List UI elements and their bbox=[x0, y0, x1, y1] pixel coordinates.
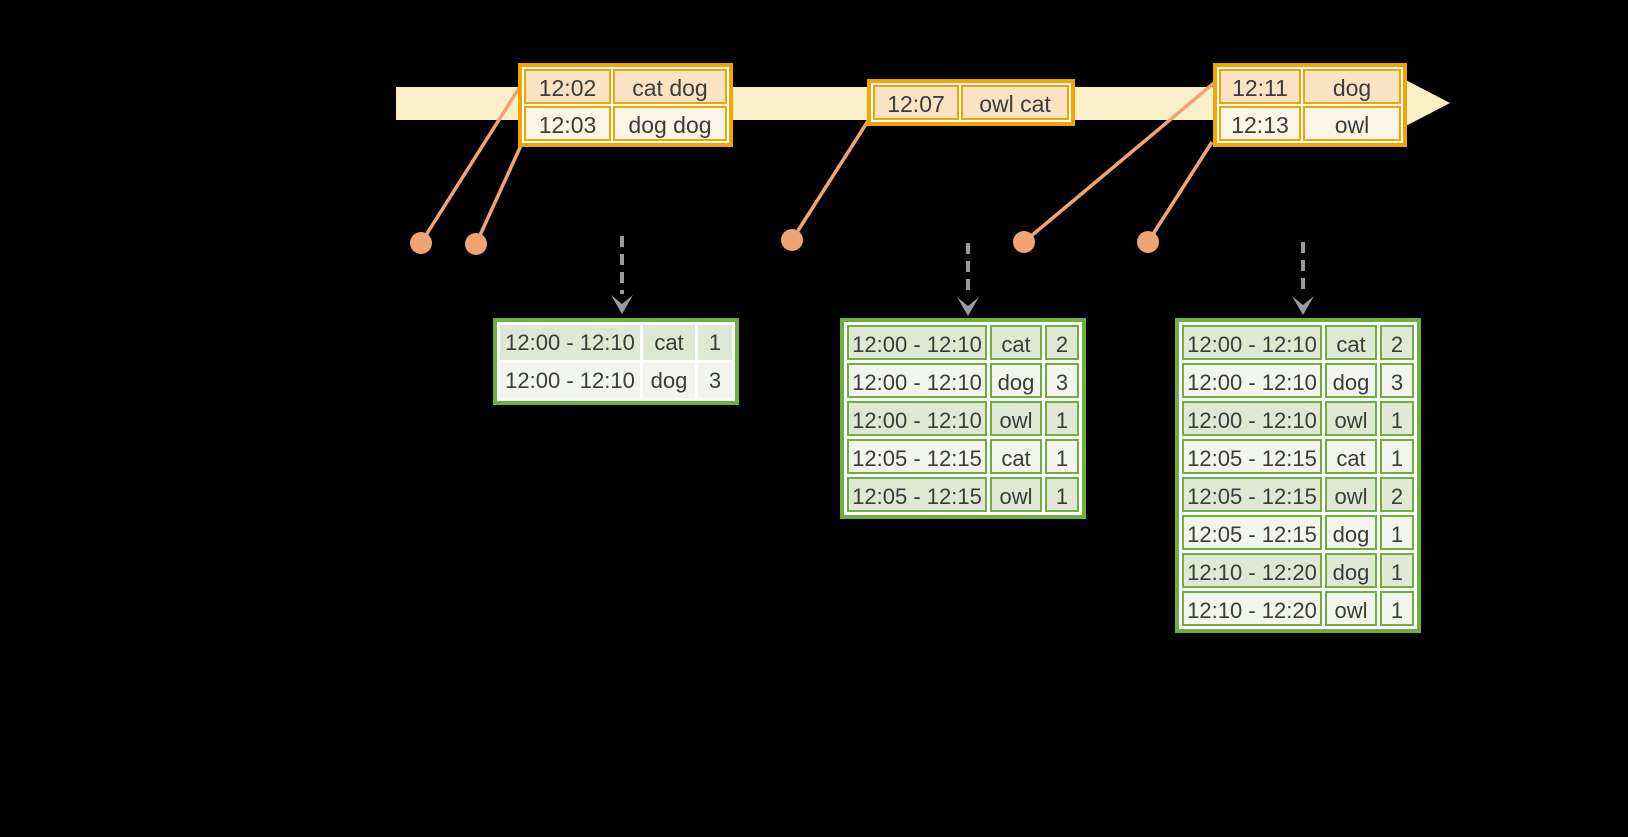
trigger-arrows bbox=[620, 236, 1305, 296]
result-word-cell: dog bbox=[1325, 515, 1377, 550]
arrival-line bbox=[1146, 141, 1214, 243]
result-word-cell: cat bbox=[990, 325, 1042, 360]
result-word-cell: cat bbox=[990, 439, 1042, 474]
result-count-cell: 1 bbox=[1045, 439, 1079, 474]
result-count-cell: 2 bbox=[1380, 477, 1414, 512]
result-count-cell: 3 bbox=[1045, 363, 1079, 398]
result-window-cell: 12:00 - 12:10 bbox=[500, 363, 640, 398]
result-window-cell: 12:05 - 12:15 bbox=[1182, 515, 1322, 550]
result-word-cell: owl bbox=[1325, 477, 1377, 512]
arrival-dot-icon bbox=[1137, 231, 1159, 253]
down-arrowhead-icon bbox=[1292, 296, 1314, 315]
result-count-cell: 1 bbox=[1045, 401, 1079, 436]
arrival-line bbox=[419, 84, 523, 244]
result-word-cell: dog bbox=[1325, 553, 1377, 588]
result-window-cell: 12:00 - 12:10 bbox=[847, 401, 987, 436]
result-window-cell: 12:05 - 12:15 bbox=[1182, 439, 1322, 474]
result-window-cell: 12:00 - 12:10 bbox=[500, 325, 640, 360]
result-window-cell: 12:05 - 12:15 bbox=[1182, 477, 1322, 512]
result-word-cell: dog bbox=[643, 363, 695, 398]
event-time-cell: 12:13 bbox=[1219, 106, 1301, 141]
arrival-dot-icon bbox=[410, 232, 432, 254]
event-words-cell: dog bbox=[1303, 69, 1401, 104]
result-window-cell: 12:00 - 12:10 bbox=[1182, 363, 1322, 398]
event-time-cell: 12:03 bbox=[524, 106, 611, 141]
event-time-cell: 12:11 bbox=[1219, 69, 1301, 104]
down-arrowhead-icon bbox=[611, 295, 633, 314]
result-word-cell: owl bbox=[990, 477, 1042, 512]
result-count-cell: 1 bbox=[1380, 515, 1414, 550]
result-window-cell: 12:00 - 12:10 bbox=[847, 325, 987, 360]
result-window-cell: 12:05 - 12:15 bbox=[847, 477, 987, 512]
event-time-cell: 12:07 bbox=[873, 85, 959, 120]
arrival-dot-icon bbox=[1013, 231, 1035, 253]
result-count-cell: 1 bbox=[698, 325, 732, 360]
result-word-cell: cat bbox=[1325, 325, 1377, 360]
result-window-cell: 12:00 - 12:10 bbox=[1182, 401, 1322, 436]
arrival-dots bbox=[410, 229, 1159, 255]
arrival-line bbox=[1022, 81, 1216, 244]
arrival-line bbox=[790, 120, 870, 241]
trigger-arrowheads bbox=[611, 295, 1314, 316]
timeline-arrowhead-icon bbox=[1398, 76, 1450, 130]
result-word-cell: owl bbox=[990, 401, 1042, 436]
result-count-cell: 3 bbox=[698, 363, 732, 398]
arrival-dot-icon bbox=[781, 229, 803, 251]
down-arrowhead-icon bbox=[957, 297, 979, 316]
result-word-cell: owl bbox=[1325, 401, 1377, 436]
result-window-cell: 12:05 - 12:15 bbox=[847, 439, 987, 474]
result-count-cell: 1 bbox=[1380, 439, 1414, 474]
result-count-cell: 2 bbox=[1045, 325, 1079, 360]
result-word-cell: dog bbox=[1325, 363, 1377, 398]
result-window-cell: 12:10 - 12:20 bbox=[1182, 553, 1322, 588]
event-words-cell: owl cat bbox=[961, 85, 1069, 120]
result-window-cell: 12:00 - 12:10 bbox=[1182, 325, 1322, 360]
event-words-cell: dog dog bbox=[613, 106, 727, 141]
result-count-cell: 1 bbox=[1380, 401, 1414, 436]
event-words-cell: owl bbox=[1303, 106, 1401, 141]
arrival-line bbox=[474, 140, 525, 245]
result-word-cell: owl bbox=[1325, 591, 1377, 626]
result-window-cell: 12:10 - 12:20 bbox=[1182, 591, 1322, 626]
result-count-cell: 2 bbox=[1380, 325, 1414, 360]
arrival-dot-icon bbox=[465, 233, 487, 255]
result-window-cell: 12:00 - 12:10 bbox=[847, 363, 987, 398]
event-time-cell: 12:02 bbox=[524, 69, 611, 104]
result-count-cell: 1 bbox=[1380, 553, 1414, 588]
event-words-cell: cat dog bbox=[613, 69, 727, 104]
result-word-cell: cat bbox=[643, 325, 695, 360]
result-count-cell: 1 bbox=[1380, 591, 1414, 626]
arrival-leader-lines bbox=[419, 81, 1216, 245]
result-count-cell: 3 bbox=[1380, 363, 1414, 398]
result-word-cell: dog bbox=[990, 363, 1042, 398]
result-word-cell: cat bbox=[1325, 439, 1377, 474]
result-count-cell: 1 bbox=[1045, 477, 1079, 512]
